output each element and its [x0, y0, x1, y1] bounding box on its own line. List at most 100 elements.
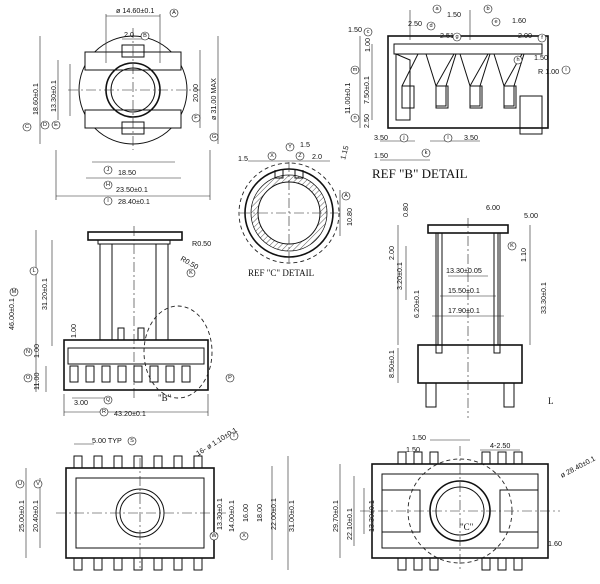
- dim-end-33-30: 33.30±0.1: [539, 282, 548, 314]
- bubble-top-H: H: [103, 180, 113, 190]
- svg-text:Y: Y: [288, 144, 292, 150]
- svg-text:W: W: [211, 533, 217, 539]
- svg-text:c: c: [367, 29, 370, 35]
- dim-b-3-50a: 3.50: [374, 133, 388, 142]
- bubble-b-i: i: [561, 65, 571, 75]
- svg-text:D: D: [43, 122, 47, 128]
- bubble-b-l: l: [443, 133, 453, 143]
- dim-front-4-250: 4-2.50: [490, 441, 510, 450]
- bottom-pins-top: [73, 455, 203, 469]
- dim-c-1-5b: 1.5: [300, 140, 310, 149]
- dim-end-2-00: 2.00: [387, 246, 396, 260]
- svg-text:X: X: [242, 533, 246, 539]
- svg-text:l: l: [447, 135, 448, 141]
- svg-text:k: k: [425, 150, 428, 156]
- dim-bot-13-30: 13.30±0.1: [215, 498, 224, 530]
- bubble-b-g: g: [452, 32, 462, 42]
- dim-front-29-70: 29.70±0.1: [331, 500, 340, 532]
- bubble-bot-T: T: [229, 431, 239, 441]
- bubble-top-A: A: [169, 8, 179, 18]
- dim-end-13-30: 13.30±0.05: [446, 266, 482, 275]
- svg-text:V: V: [36, 481, 40, 487]
- dim-front-22-10: 22.10±0.1: [345, 508, 354, 540]
- dim-c-2-0: 2.0: [312, 152, 322, 161]
- bubble-top-F: F: [191, 113, 201, 123]
- svg-text:C: C: [25, 124, 29, 130]
- dim-side-3-00: 3.00: [74, 398, 88, 407]
- bubble-top-D: D: [40, 120, 50, 130]
- dim-bot-pins: 16- ø 1.10±0.1: [194, 425, 238, 457]
- dim-front-1-50b: 1.50: [406, 445, 420, 454]
- front-pins-bottom: [397, 557, 523, 571]
- dim-front-13-30: 13.30±0.1: [367, 500, 376, 532]
- svg-text:B: B: [143, 33, 147, 39]
- dim-end-6-20: 6.20±0.1: [412, 290, 421, 318]
- bubble-bot-U: U: [15, 479, 25, 489]
- svg-text:U: U: [18, 481, 22, 487]
- bubble-top-C: C: [22, 122, 32, 132]
- bubble-b-j: j: [399, 133, 409, 143]
- bubble-side-Q: Q: [103, 395, 113, 405]
- bubble-top-I: I: [103, 196, 113, 206]
- bottom-pins-bottom: [73, 557, 203, 571]
- dim-c-10-80: 10.80: [345, 208, 354, 226]
- dim-top-31-max: ø 31.00 MAX: [209, 78, 218, 120]
- svg-text:j: j: [402, 135, 404, 141]
- front-pins-top: [397, 451, 523, 465]
- dim-b-2-00: 2.00: [518, 31, 532, 40]
- dim-end-15-50: 15.50±0.1: [448, 286, 480, 295]
- bubble-side-L: L: [29, 266, 39, 276]
- bubble-b-c: c: [363, 27, 373, 37]
- end-view: 0.80 6.00 5.00 2.00 3.20±0.1 13.30±0.05 …: [387, 203, 554, 418]
- dim-end-0-80: 0.80: [401, 203, 410, 217]
- bubble-b-h: h: [513, 55, 523, 65]
- svg-text:d: d: [429, 23, 432, 29]
- dim-side-r0-50b: R0.50: [179, 254, 200, 271]
- svg-text:E: E: [54, 122, 58, 128]
- front-label-c: "C": [460, 522, 474, 532]
- svg-text:I: I: [107, 198, 109, 204]
- side-pins: [69, 365, 191, 383]
- front-view: 1.50 1.50 4-2.50 ø 28.40±0.1 29.70±0.1 2…: [331, 433, 597, 571]
- dim-end-8-50: 8.50±0.1: [387, 350, 396, 378]
- svg-text:P: P: [228, 375, 232, 381]
- svg-text:L: L: [32, 268, 35, 274]
- svg-text:H: H: [106, 182, 110, 188]
- svg-text:e: e: [494, 19, 497, 25]
- dim-b-2-50a: 2.50: [408, 19, 422, 28]
- dim-b-1-00: 1.00: [363, 38, 372, 52]
- svg-text:M: M: [12, 289, 17, 295]
- dim-bot-25-00: 25.00±0.1: [17, 500, 26, 532]
- svg-text:J: J: [107, 167, 110, 173]
- dim-side-46-00: 46.00±0.1: [7, 298, 16, 330]
- dim-b-2-51: 2.51: [440, 31, 454, 40]
- svg-text:K: K: [189, 270, 193, 276]
- svg-text:T: T: [232, 433, 236, 439]
- dim-b-7-50: 7.50±0.1: [362, 76, 371, 104]
- dim-c-1-15: 1.15: [338, 145, 350, 161]
- dim-side-r0-50a: R0.50: [192, 239, 211, 248]
- dim-top-18-50: 18.50: [118, 168, 136, 177]
- dim-bot-31-00: 31.00±0.1: [287, 500, 296, 532]
- svg-text:Q: Q: [106, 397, 111, 403]
- svg-text:f: f: [541, 35, 543, 41]
- dim-b-1-50d: 1.50: [374, 151, 388, 160]
- dim-top-18-60: 18.60±0.1: [31, 83, 40, 115]
- dim-bot-14-00: 14.00±0.1: [227, 500, 236, 532]
- bubble-end-K: K: [507, 241, 517, 251]
- dim-b-2-50b: 2.50: [362, 114, 371, 128]
- svg-text:K: K: [510, 243, 514, 249]
- dim-c-1-5a: 1.5: [238, 154, 248, 163]
- bubble-b-d: d: [426, 21, 436, 31]
- svg-text:g: g: [455, 34, 458, 40]
- dim-end-1-10: 1.10: [519, 248, 528, 262]
- bubble-b-e: e: [491, 17, 501, 27]
- bubble-bot-S: S: [127, 436, 137, 446]
- dim-b-1-60: 1.60: [512, 16, 526, 25]
- svg-text:A: A: [344, 193, 348, 199]
- bubble-side-N: N: [23, 347, 33, 357]
- bubble-top-G: G: [209, 132, 219, 142]
- svg-text:G: G: [212, 134, 216, 140]
- dim-top-13-30: 13.30±0.1: [49, 80, 58, 112]
